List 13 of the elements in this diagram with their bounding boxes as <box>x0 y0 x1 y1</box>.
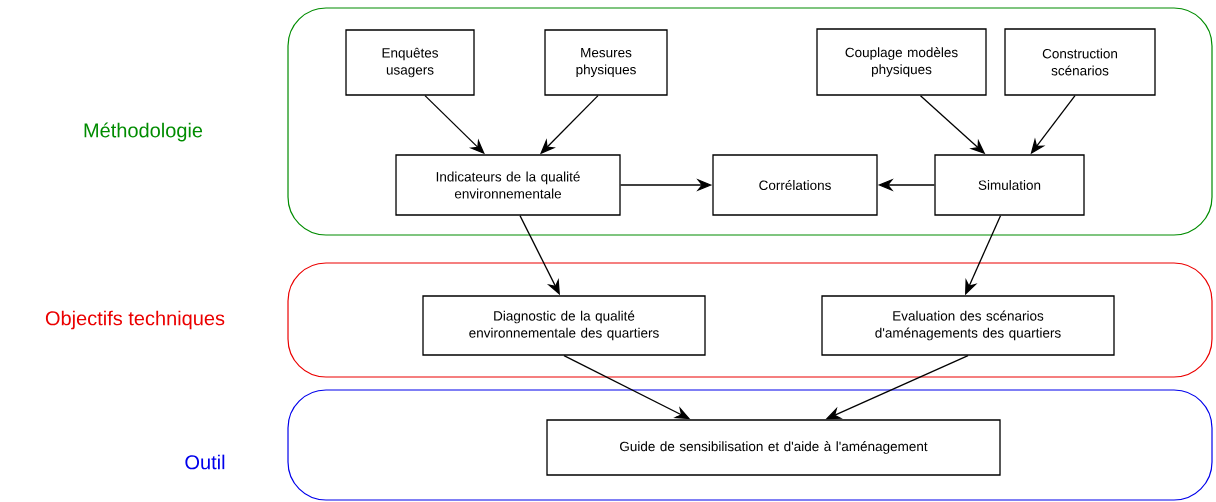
process-box: Guide de sensibilisation et d'aide à l'aménagement <box>546 419 1001 476</box>
band-heading: Objectifs techniques <box>45 310 225 330</box>
process-box: Couplage modèles physiques <box>816 28 987 96</box>
process-box: Evaluation des scénarios d'aménagements des quartiers <box>821 295 1115 356</box>
band-heading: Outil <box>185 454 225 470</box>
process-box: Mesures physiques <box>544 29 668 96</box>
process-box: Construction scénarios <box>1004 28 1156 96</box>
process-box: Enquêtes usagers <box>345 29 475 96</box>
band-heading: Méthodologie <box>84 122 203 142</box>
process-box: Corrélations <box>712 154 878 216</box>
process-box: Simulation <box>934 154 1085 216</box>
process-box: Diagnostic de la qualité environnementale des quartiers <box>422 295 706 356</box>
process-box: Indicateurs de la qualité environnementale <box>395 154 621 216</box>
